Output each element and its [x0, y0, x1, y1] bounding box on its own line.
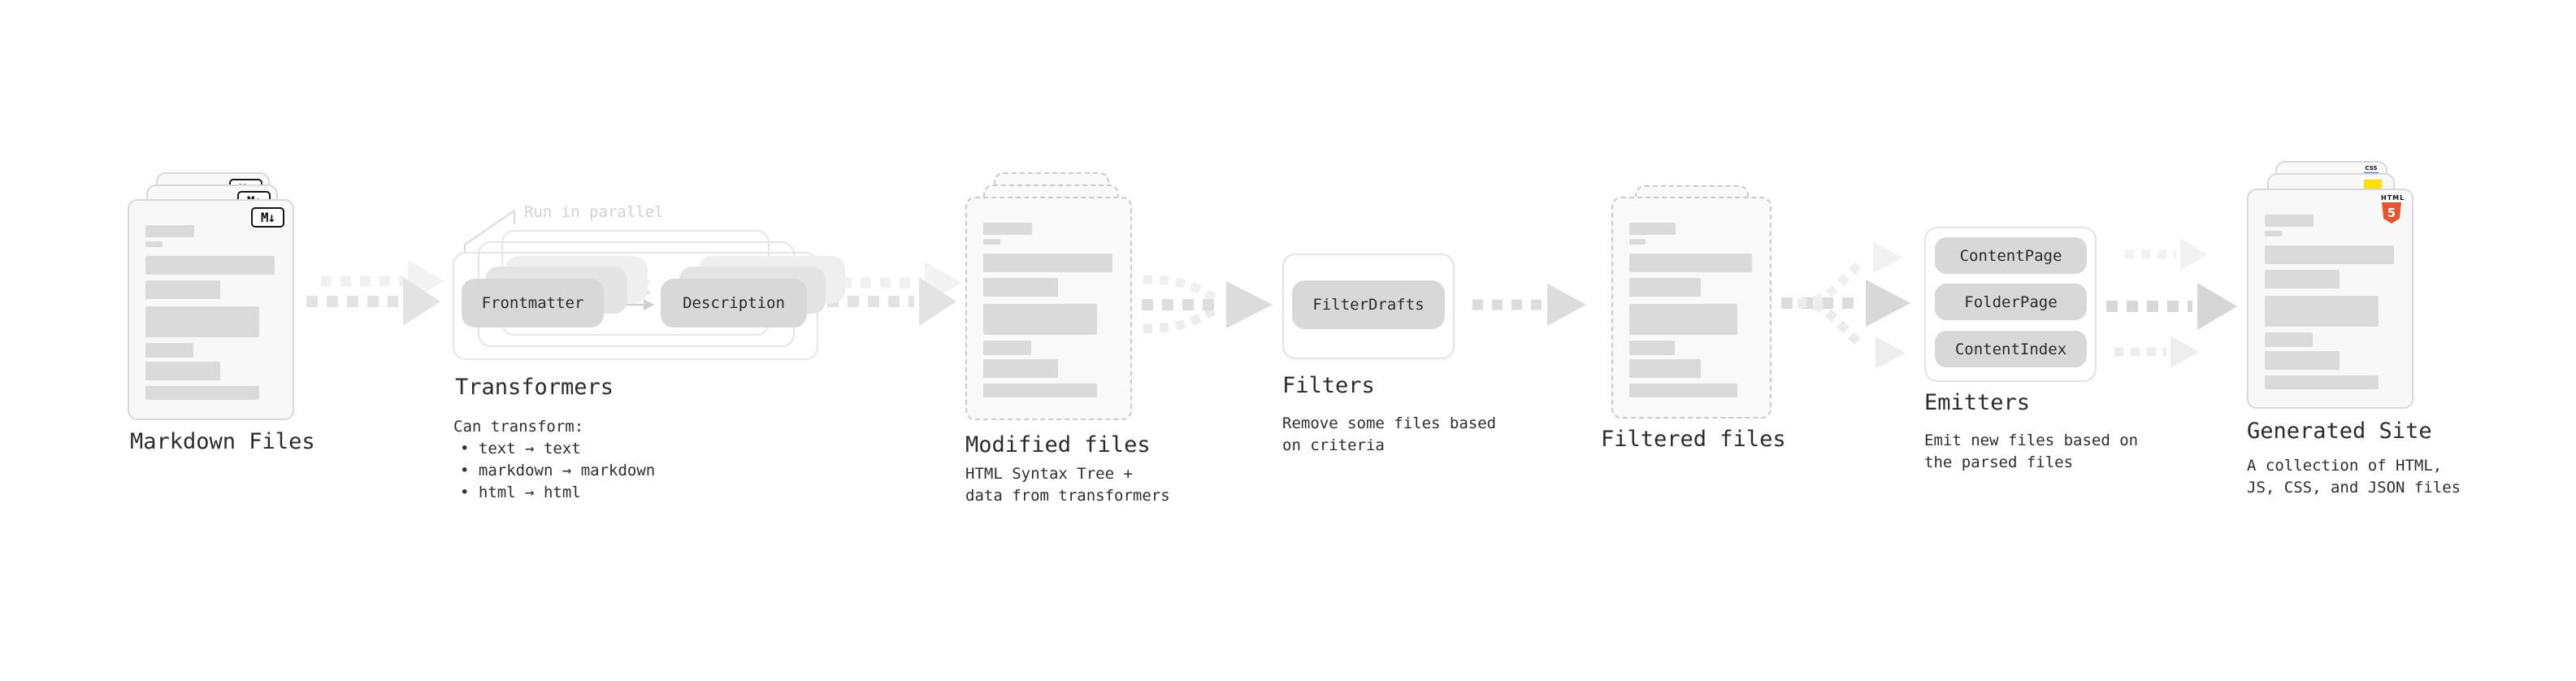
emitters-desc: Emit new files based on: [1924, 432, 2139, 449]
arrow-filters-to-filtered: [1472, 284, 1586, 326]
markdown-icon-label: M↓: [260, 210, 275, 225]
description-pill: Description: [661, 279, 807, 327]
document-content-placeholder: [1629, 223, 1752, 397]
modified-file-page-front: [965, 197, 1132, 420]
contentindex-pill: ContentIndex: [1935, 331, 2087, 367]
transformers-label: Transformers: [455, 375, 614, 400]
markdown-files-label: Markdown Files: [130, 429, 315, 454]
modified-files-label: Modified files: [965, 432, 1151, 458]
filters-desc: Remove some files based: [1282, 414, 1497, 432]
emitters-desc: the parsed files: [1924, 453, 2074, 471]
markdown-file-page-front: M↓: [128, 199, 294, 420]
emitters-label: Emitters: [1924, 390, 2031, 415]
document-content-placeholder: [983, 223, 1112, 397]
css-icon-label: CSS: [2365, 165, 2378, 171]
arrow-transformers-to-modified-ghost: [841, 262, 961, 304]
markdown-icon: M↓: [251, 207, 284, 228]
description-pill-label: Description: [683, 294, 785, 312]
arrow-transformers-to-modified: [827, 277, 956, 326]
filters-label: Filters: [1282, 373, 1375, 398]
transformers-bullet: • text → text: [460, 440, 581, 458]
generated-site-desc: A collection of HTML,: [2247, 457, 2443, 475]
generated-site-label: Generated Site: [2247, 419, 2432, 444]
filtered-files-label: Filtered files: [1601, 427, 1786, 452]
contentindex-pill-label: ContentIndex: [1954, 340, 2067, 358]
frontmatter-pill: Frontmatter: [462, 279, 604, 327]
transformers-desc-title: Can transform:: [453, 418, 584, 436]
modified-files-desc: data from transformers: [965, 487, 1170, 505]
frontmatter-pill-label: Frontmatter: [481, 294, 584, 312]
contentpage-pill: ContentPage: [1935, 237, 2087, 274]
filtered-file-page-front: [1611, 197, 1772, 419]
document-content-placeholder: [145, 225, 275, 400]
filterdrafts-pill-label: FilterDrafts: [1312, 296, 1425, 314]
transformers-bullet: • html → html: [460, 484, 581, 501]
arrow-markdown-to-transformers-ghost: [321, 260, 445, 302]
run-in-parallel-annotation: Run in parallel: [524, 203, 664, 221]
arrow-modified-to-filters: [1142, 275, 1273, 333]
filterdrafts-pill: FilterDrafts: [1292, 280, 1445, 329]
generated-site-desc: JS, CSS, and JSON files: [2247, 479, 2461, 497]
folderpage-pill-label: FolderPage: [1964, 293, 2058, 311]
arrow-markdown-to-transformers: [306, 277, 440, 326]
arrow-filtered-to-emitters: [1781, 242, 1910, 369]
contentpage-pill-label: ContentPage: [1959, 246, 2062, 265]
modified-files-desc: HTML Syntax Tree +: [965, 465, 1133, 483]
folderpage-pill: FolderPage: [1935, 284, 2087, 320]
html5-icon-word: HTML: [2381, 194, 2405, 202]
filters-desc: on criteria: [1282, 436, 1385, 454]
site-file-page-front: HTML 5: [2247, 189, 2413, 409]
js-icon: [2364, 180, 2382, 189]
transformers-bullet: • markdown → markdown: [460, 462, 656, 479]
arrow-emitters-to-site: [2106, 238, 2237, 368]
document-content-placeholder: [2265, 215, 2394, 389]
html5-icon: HTML 5: [2381, 194, 2405, 223]
html5-icon-number: 5: [2387, 206, 2396, 220]
